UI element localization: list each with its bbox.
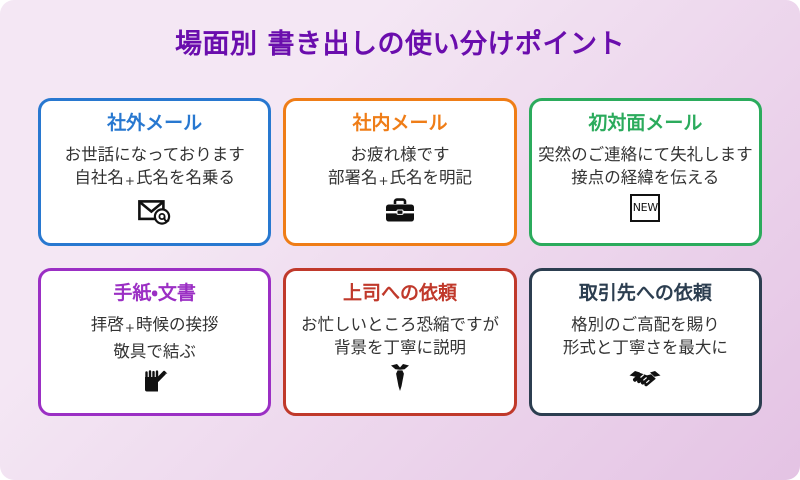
handshake-icon <box>628 363 662 393</box>
new-badge-icon: NEW <box>630 193 661 223</box>
card-line-2: 形式と丁寧さを最大に <box>562 337 728 357</box>
card-joshi-irai[interactable]: 上司への依頼 お忙しいところ恐縮ですが 背景を丁寧に説明 <box>283 268 517 416</box>
card-line-1: お忙しいところ恐縮ですが <box>300 314 499 334</box>
card-shotaimen-mail[interactable]: 初対面メール 突然のご連絡にて失礼します 接点の経緯を伝える NEW <box>528 98 762 246</box>
card-grid: 社外メール お世話になっております 自社名+氏名を名乗る 社内メール お疲れ様で… <box>38 98 762 416</box>
card-body: お忙しいところ恐縮ですが 背景を丁寧に説明 <box>301 313 499 359</box>
card-line-2: 部署名+氏名を明記 <box>328 166 472 193</box>
card-line-2: 敬具で結ぶ <box>113 341 196 361</box>
card-line-1-b: 時候の挨拶 <box>135 314 219 334</box>
memo-writing-hand-icon <box>140 367 170 397</box>
card-body: お疲れ様です 部署名+氏名を明記 <box>328 143 472 193</box>
briefcase-icon <box>384 197 416 227</box>
card-shagai-mail[interactable]: 社外メール お世話になっております 自社名+氏名を名乗る <box>38 98 272 246</box>
card-line-2-b: 氏名を明記 <box>389 167 473 187</box>
card-line-2: 接点の経緯を伝える <box>571 167 720 187</box>
new-badge-label: NEW <box>630 193 661 222</box>
card-tegami-bunsho[interactable]: 手紙・文書 拝啓+時候の挨拶 敬具で結ぶ <box>38 268 272 416</box>
card-line-1-a: 拝啓 <box>90 314 124 334</box>
card-title: 初対面メール <box>588 112 703 134</box>
card-title: 取引先への依頼 <box>578 282 712 304</box>
card-line-2-a: 自社名 <box>74 167 124 187</box>
plus-sign: + <box>378 173 389 188</box>
card-body: 突然のご連絡にて失礼します 接点の経緯を伝える <box>538 143 753 189</box>
card-body: 格別のご高配を賜り 形式と丁寧さを最大に <box>563 313 728 359</box>
card-torihikisaki-irai[interactable]: 取引先への依頼 格別のご高配を賜り 形式と丁寧さを最大に <box>528 268 762 416</box>
card-line-1: 拝啓+時候の挨拶 <box>91 313 219 340</box>
card-line-1: お疲れ様です <box>350 144 450 164</box>
card-title: 手紙・文書 <box>113 282 196 304</box>
card-line-2-a: 部署名 <box>327 167 378 187</box>
plus-sign: + <box>124 320 135 335</box>
card-line-2: 自社名+氏名を名乗る <box>74 166 235 193</box>
card-shanai-mail[interactable]: 社内メール お疲れ様です 部署名+氏名を明記 <box>283 98 517 246</box>
card-body: お世話になっております 自社名+氏名を名乗る <box>65 143 245 193</box>
card-line-1: 突然のご連絡にて失礼します <box>538 144 753 164</box>
card-line-2: 背景を丁寧に説明 <box>333 337 466 357</box>
card-title: 社外メール <box>107 112 203 134</box>
card-title: 上司への依頼 <box>342 282 457 304</box>
necktie-icon <box>387 363 413 393</box>
card-line-2-b: 氏名を名乗る <box>135 167 235 187</box>
card-line-1: お世話になっております <box>64 144 245 164</box>
card-title: 社内メール <box>352 112 448 134</box>
email-at-icon <box>137 197 172 227</box>
plus-sign: + <box>124 173 135 188</box>
card-line-1: 格別のご高配を賜り <box>571 314 720 334</box>
page-title: 場面別 書き出しの使い分けポイント <box>175 29 625 60</box>
card-body: 拝啓+時候の挨拶 敬具で結ぶ <box>91 313 219 363</box>
